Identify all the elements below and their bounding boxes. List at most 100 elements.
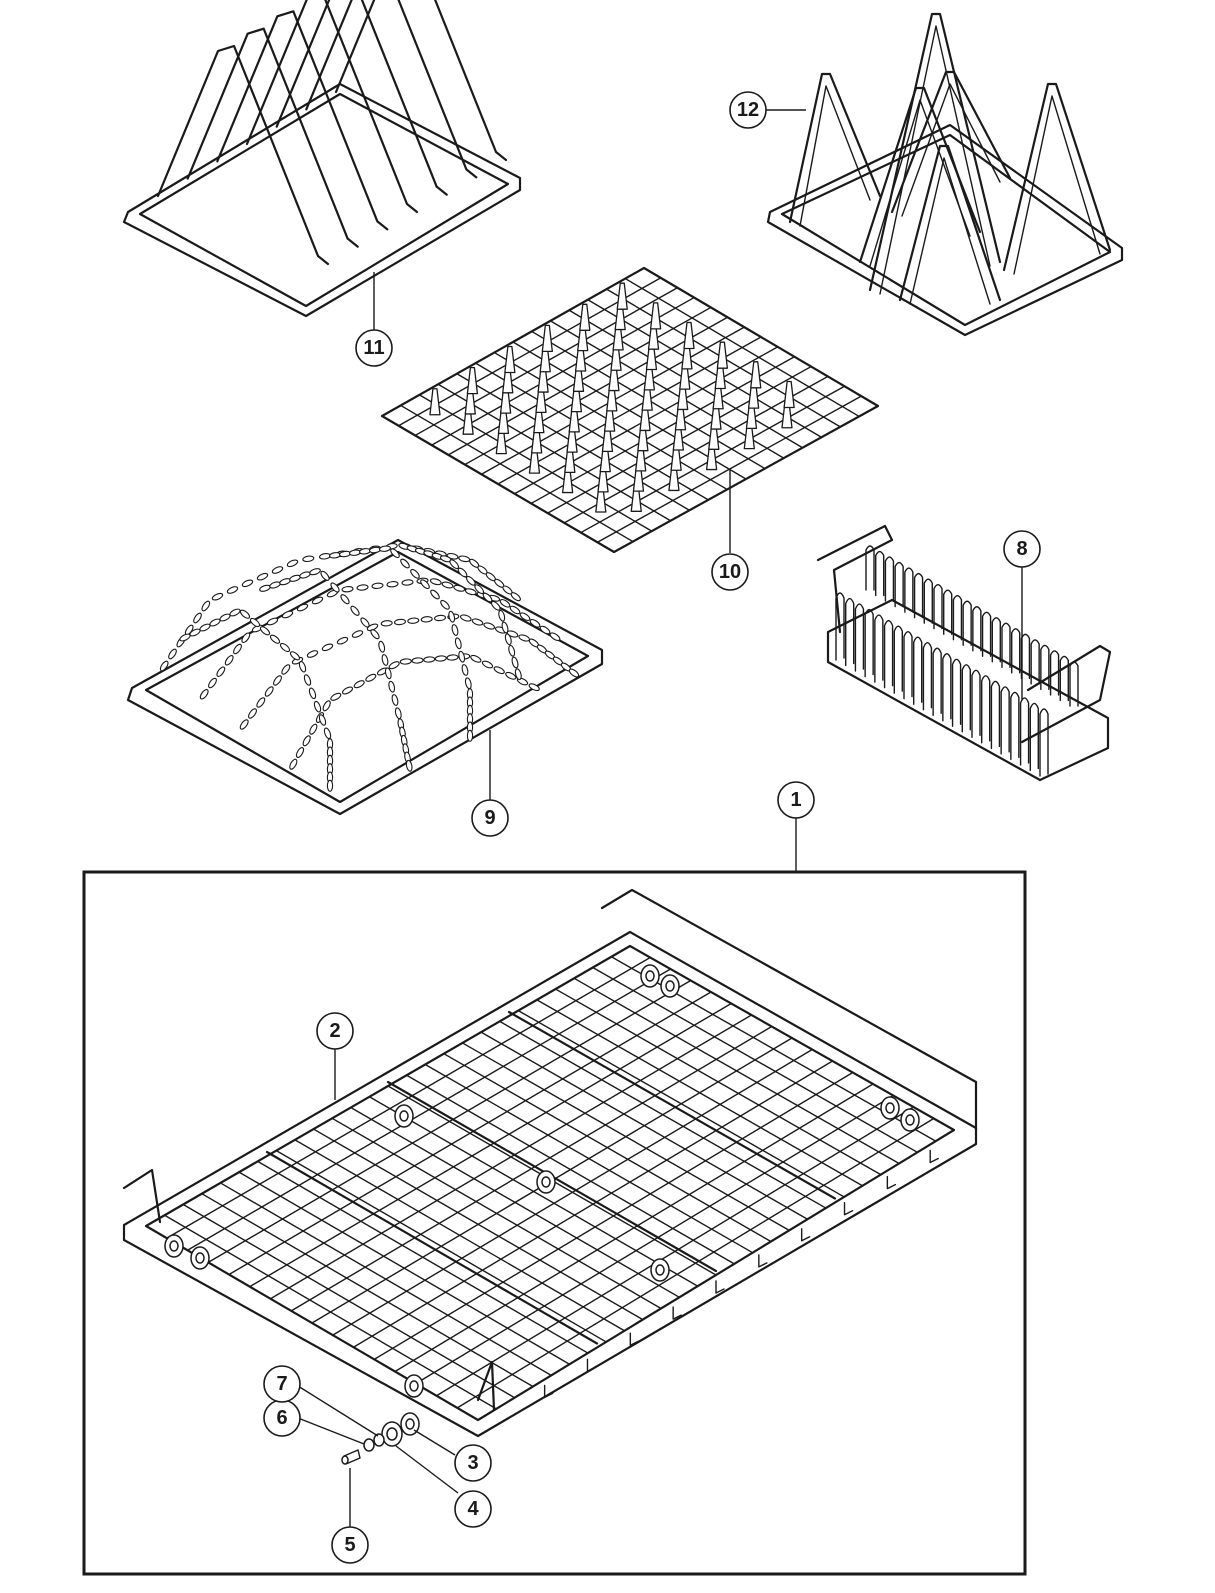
part-9-chain-link [511, 656, 519, 669]
part-10-grid-line [431, 296, 695, 446]
part-9-chain-link [420, 579, 430, 590]
callout-3: 3 [454, 1444, 492, 1482]
part-9-chain-link [224, 655, 234, 666]
part-9-chain-link [405, 759, 413, 772]
part-9-chain-link [269, 634, 281, 644]
part-2-grid-line [207, 979, 692, 1264]
part-9-chain-link [381, 654, 389, 666]
part-2-grid-line [269, 1014, 753, 1300]
part-2-roller-hub [905, 1114, 915, 1126]
part-8-bar-back [904, 567, 914, 613]
part-8-bar [1000, 686, 1010, 755]
part-10-spike [579, 303, 591, 331]
part-9-chain-link [399, 658, 412, 665]
part-10-spike [683, 321, 695, 350]
svg-text:4: 4 [467, 1498, 479, 1520]
part-8-bar [932, 647, 942, 716]
part-9-chain-link [298, 660, 307, 673]
part-8-bar [883, 619, 894, 689]
part-9-chain-link [306, 650, 319, 658]
part-12-pyramid [1002, 82, 1112, 272]
part-9-chain-link [461, 664, 469, 676]
part-8-bar-back [1011, 628, 1021, 674]
part-9-chain-link [410, 568, 420, 579]
part-8-bar [951, 658, 962, 727]
part-9-chain-link [302, 735, 311, 747]
part-2-grid-line [435, 1106, 915, 1397]
part-2-roller-hub [885, 1102, 895, 1114]
callout-7: 7 [263, 1365, 301, 1403]
part-12-pyramid-inner [909, 157, 991, 305]
part-8-bar-back [943, 589, 953, 635]
part-12-pyramid-inner [901, 83, 1001, 217]
part-12-pyramid [788, 72, 882, 224]
part-9-chain-link [481, 660, 494, 669]
part-9-chain-link [510, 592, 521, 602]
part-1-assembly-frame [82, 870, 1027, 1576]
part-11-rib [275, 0, 448, 196]
part-9-chain-link [336, 636, 349, 645]
part-2-foot [843, 1202, 854, 1216]
part-9-chain-link [229, 608, 241, 617]
part-9-chain-link [391, 694, 399, 706]
part-9-chain-link [209, 618, 221, 627]
part-9-chain-link [441, 581, 454, 589]
part-9-chain-link [464, 588, 477, 596]
part-9-chain-link [529, 619, 541, 628]
part-10-spike [429, 388, 441, 416]
part-9-chain-link [378, 545, 392, 552]
part-2-roller-hub [399, 1110, 409, 1122]
part-2-grid-line [290, 1025, 773, 1312]
part-9-chain-link [471, 618, 484, 626]
part-9-chain-link [279, 642, 291, 653]
part-9-chain-link [458, 650, 466, 663]
part-8-bar [845, 597, 855, 667]
part-9-chain-link [199, 689, 209, 700]
part-9-chain-link [501, 621, 509, 634]
part-9-chain-link [328, 552, 342, 559]
part-9-chain-link [508, 644, 516, 657]
callout-2: 2 [316, 1012, 354, 1050]
part-9-chain-link [423, 656, 436, 663]
part-9-chain-link [539, 625, 551, 635]
part-8-bar-back [875, 550, 885, 597]
part-2-roller-hub [169, 1240, 179, 1252]
part-8-bar [922, 642, 933, 711]
part-9-chain-link [340, 594, 350, 605]
part-9-chain-link [370, 629, 380, 640]
callout-9: 9 [471, 799, 509, 837]
part-9-chain-link [295, 747, 305, 758]
part-9-chain-link [248, 708, 257, 719]
callout-labels: 1 2 3 4 5 6 7 8 [263, 91, 1041, 1564]
part-9-chain-link [226, 586, 239, 594]
part-8-bar-back [972, 606, 982, 652]
part-9-chain-link [330, 582, 340, 593]
part-9-chain-link [493, 666, 505, 675]
part-10-grid-line [596, 395, 862, 543]
part-8-bar-back [981, 611, 992, 657]
part-9-chain-link [326, 779, 334, 792]
part-10-spike [716, 341, 729, 369]
part-9-chain-link [233, 643, 242, 655]
part-9-chain-link [388, 661, 400, 670]
svg-text:7: 7 [276, 1373, 287, 1395]
part-9-chain-link [259, 626, 271, 636]
part-2-foot [543, 1384, 554, 1399]
part-9-chain-link [549, 632, 561, 641]
part-9-chain-link [420, 616, 433, 623]
part-9-chain-link [303, 674, 312, 686]
part-2-roller-hub [541, 1176, 551, 1188]
part-10-grid-line [530, 356, 796, 505]
part-9-chain-link [348, 549, 362, 556]
part-9-chain-link [264, 686, 274, 697]
part-2-grid-line [249, 1002, 732, 1288]
callout-8: 8 [1003, 530, 1041, 568]
svg-text:9: 9 [484, 807, 495, 829]
part-8-bar-back [923, 578, 933, 624]
part-11-rib [245, 0, 419, 214]
part-12-pyramid-inner [869, 99, 971, 267]
part-2-foot [629, 1332, 640, 1346]
part-9-chain-link [378, 640, 386, 653]
part-9-chain-link [241, 632, 251, 643]
callout-5: 5 [331, 1526, 369, 1564]
